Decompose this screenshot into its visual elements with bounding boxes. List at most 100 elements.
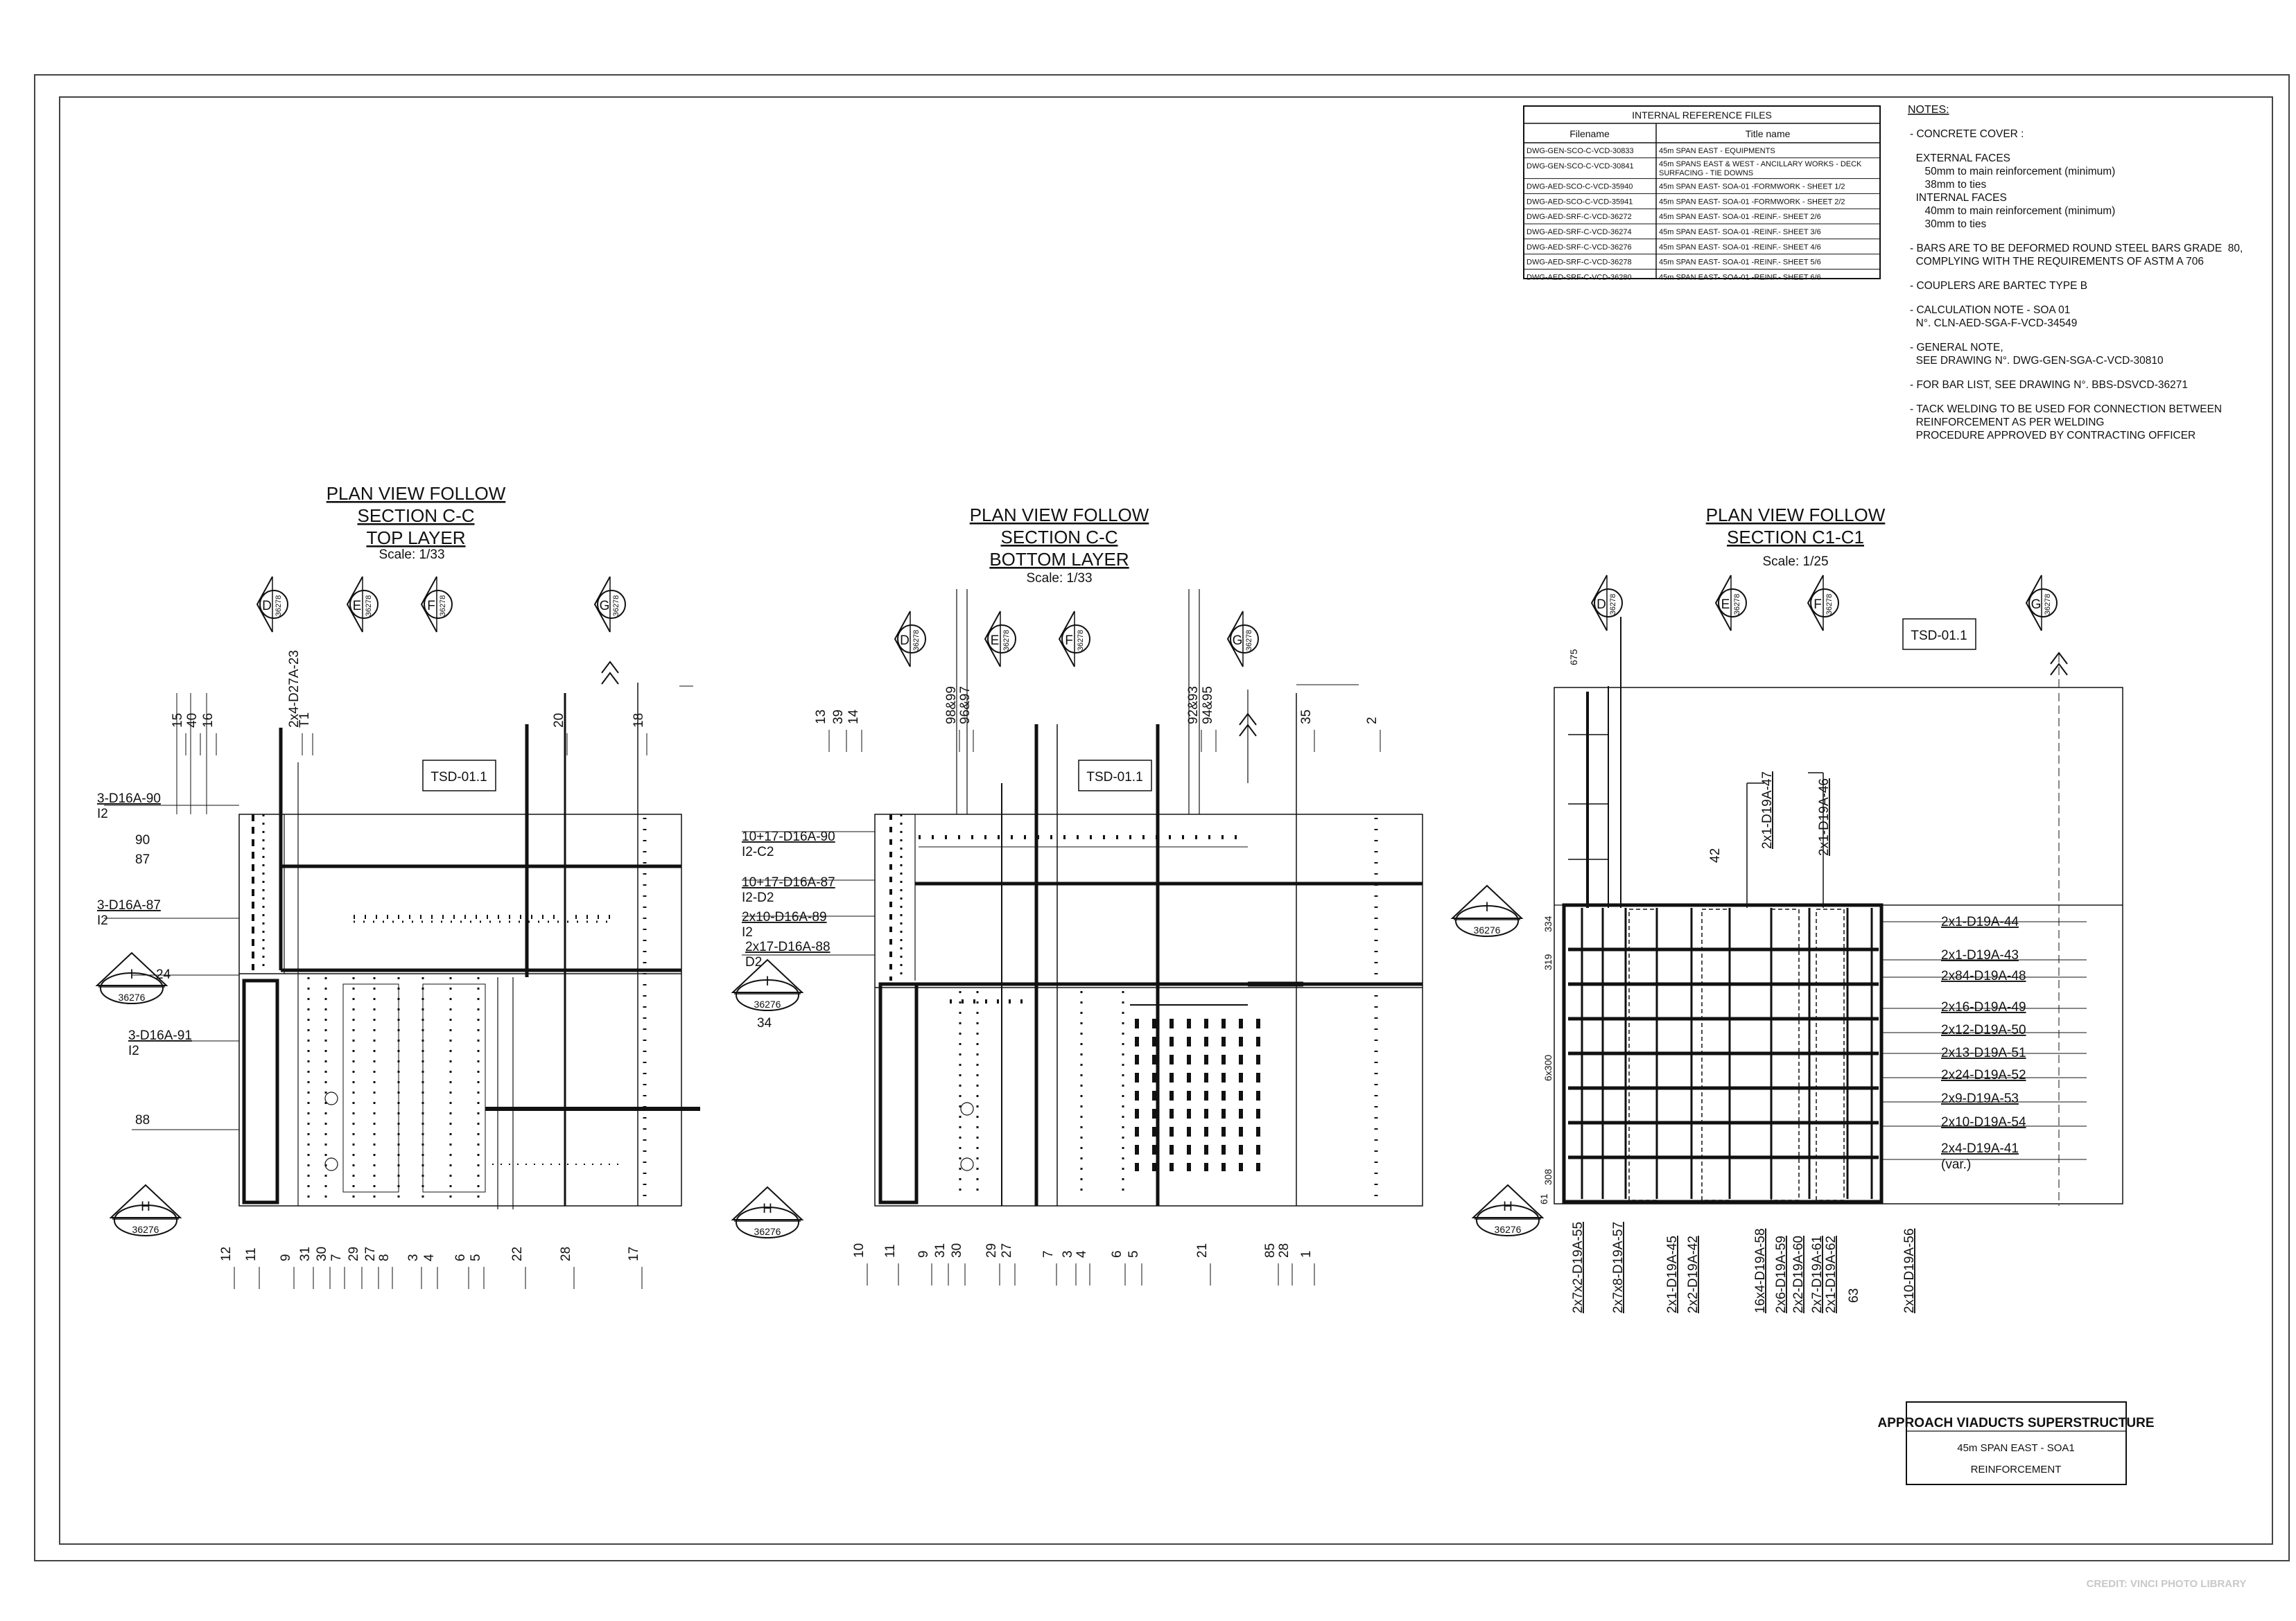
notes-line: REINFORCEMENT AS PER WELDING bbox=[1910, 417, 2104, 428]
v1-bottom-label-12: 12 bbox=[219, 1247, 234, 1261]
notes-block: NOTES: - CONCRETE COVER : EXTERNAL FACES… bbox=[1908, 104, 2243, 441]
v2-top-label-35: 35 bbox=[1299, 710, 1314, 724]
v2-label-I2-C2: I2-C2 bbox=[742, 845, 774, 859]
v3-dim-334: 334 bbox=[1542, 915, 1554, 932]
v1-bottom-label-6: 6 bbox=[453, 1254, 468, 1261]
v2-bottom-label-29: 29 bbox=[984, 1243, 999, 1258]
table-row-filename: DWG-GEN-SCO-C-VCD-30841 bbox=[1527, 162, 1634, 170]
v3-top-label-0: 42 bbox=[1708, 848, 1723, 863]
section-marker-I-v2-ref: 36276 bbox=[754, 999, 781, 1010]
col-title: Title name bbox=[1746, 128, 1791, 139]
view2-title-line2: SECTION C-C bbox=[1001, 527, 1118, 547]
notes-line: COMPLYING WITH THE REQUIREMENTS OF ASTM … bbox=[1910, 256, 2204, 268]
grid-marker-E-v3-ref: 36278 bbox=[1733, 594, 1741, 615]
notes-line: 38mm to ties bbox=[1910, 179, 1987, 191]
view2-labels: 10+17-D16A-90 I2-C2 10+17-D16A-87 I2-D2 … bbox=[742, 686, 1381, 1286]
v2-tsd-box bbox=[1078, 760, 1152, 791]
v2-bottom-label-3: 3 bbox=[1061, 1250, 1075, 1258]
v3-bottom-label-8: 2x1-D19A-62 bbox=[1824, 1236, 1838, 1313]
v3-tsd-box bbox=[1902, 618, 1976, 650]
title-block: APPROACH VIADUCTS SUPERSTRUCTURE 45m SPA… bbox=[1877, 1401, 2155, 1485]
grid-marker-G-v2-ref: 36278 bbox=[1245, 630, 1253, 651]
v3-bottom-label-3: 2x2-D19A-42 bbox=[1686, 1236, 1701, 1313]
v1-label-3-D16A-87: 3-D16A-87 bbox=[97, 898, 161, 913]
section-marker-I-v2: I 36276 bbox=[731, 958, 804, 1011]
view3-labels: 2x1-D19A-442x1-D19A-432x84-D19A-482x16-D… bbox=[1538, 618, 2026, 1313]
v1-bottom-label-5: 5 bbox=[469, 1254, 483, 1261]
direction-caret bbox=[601, 672, 619, 685]
notes-line: SEE DRAWING N°. DWG-GEN-SGA-C-VCD-30810 bbox=[1910, 355, 2164, 367]
v1-bottom-label-11: 11 bbox=[244, 1247, 259, 1261]
view1-title: PLAN VIEW FOLLOW SECTION C-C TOP LAYER S… bbox=[327, 483, 506, 562]
v3-right-label-3: 2x16-D19A-49 bbox=[1941, 1000, 2026, 1015]
notes-line: PROCEDURE APPROVED BY CONTRACTING OFFICE… bbox=[1910, 430, 2195, 441]
title-block-line3: REINFORCEMENT bbox=[1971, 1464, 2062, 1475]
notes-line: N°. CLN-AED-SGA-F-VCD-34549 bbox=[1910, 317, 2077, 329]
v3-bottom-label-7: 2x7-D19A-61 bbox=[1810, 1236, 1825, 1313]
v1-bottom-label-27: 27 bbox=[363, 1247, 378, 1261]
v1-bottom-label-4: 4 bbox=[422, 1254, 437, 1261]
view3-scale: Scale: 1/25 bbox=[1762, 554, 1828, 569]
v2-bottom-label-30: 30 bbox=[950, 1243, 964, 1258]
section-marker-H-v1-letter: H bbox=[141, 1200, 150, 1214]
credit-watermark: CREDIT: VINCI PHOTO LIBRARY bbox=[2087, 1578, 2247, 1590]
v2-bottom-label-11: 11 bbox=[883, 1244, 898, 1258]
section-marker-I-v2-letter: I bbox=[765, 974, 769, 989]
section-marker-H-v3-ref: 36276 bbox=[1495, 1224, 1522, 1235]
v3-bottom-label-0: 2x7x2-D19A-55 bbox=[1571, 1222, 1585, 1313]
notes-line: - CONCRETE COVER : bbox=[1910, 128, 2024, 140]
v1-label-88: 88 bbox=[135, 1113, 150, 1128]
v1-top-label-T1: T1 bbox=[297, 712, 312, 728]
v1-label-24: 24 bbox=[156, 967, 171, 982]
table-row-title: 45m SPAN EAST - EQUIPMENTS bbox=[1659, 147, 1775, 155]
section-marker-I-v1-ref: 36276 bbox=[119, 992, 146, 1003]
view1-title-line1: PLAN VIEW FOLLOW bbox=[327, 483, 506, 504]
v1-tsd-box bbox=[422, 760, 496, 791]
v1-label-87: 87 bbox=[135, 852, 150, 867]
v1-bottom-label-29: 29 bbox=[347, 1247, 361, 1261]
v1-bottom-label-22: 22 bbox=[510, 1247, 525, 1261]
view1-title-line2: SECTION C-C bbox=[358, 505, 475, 526]
v1-label-3-D16A-91: 3-D16A-91 bbox=[128, 1028, 192, 1043]
notes-line: EXTERNAL FACES bbox=[1910, 152, 2010, 164]
v3-bottom-label-4: 16x4-D19A-58 bbox=[1753, 1228, 1768, 1313]
view2-drawing bbox=[742, 589, 1423, 1207]
v3-bottom-label-5: 2x6-D19A-59 bbox=[1774, 1236, 1789, 1313]
section-marker-H-v2-ref: 36276 bbox=[754, 1226, 781, 1237]
view2-title-line3: BOTTOM LAYER bbox=[989, 549, 1129, 570]
grid-marker-D-v1-ref: 36278 bbox=[275, 595, 283, 617]
grid-marker-D-v3-letter: D bbox=[1597, 597, 1606, 612]
v3-right-label-0: 2x1-D19A-44 bbox=[1941, 915, 2019, 929]
v2-top-label-92&93: 92&93 bbox=[1186, 686, 1201, 724]
v2-bottom-label-27: 27 bbox=[1000, 1243, 1014, 1258]
notes-line: INTERNAL FACES bbox=[1910, 192, 2007, 204]
v3-right-label-5: 2x13-D19A-51 bbox=[1941, 1046, 2026, 1060]
col-filename: Filename bbox=[1569, 128, 1610, 139]
v3-dim-319: 319 bbox=[1542, 954, 1554, 970]
v2-bottom-label-7: 7 bbox=[1041, 1250, 1056, 1258]
notes-line: 40mm to main reinforcement (minimum) bbox=[1910, 205, 2115, 217]
table-row-title: 45m SPAN EAST- SOA-01 -REINF.- SHEET 6/6 bbox=[1659, 273, 1821, 281]
v1-bottom-label-31: 31 bbox=[298, 1247, 313, 1261]
v1-bottom-label-9: 9 bbox=[279, 1254, 293, 1261]
grid-marker-D-v2-letter: D bbox=[900, 633, 910, 648]
v2-bottom-label-10: 10 bbox=[852, 1243, 867, 1258]
grid-marker-F-v3-letter: F bbox=[1814, 597, 1822, 612]
v1-top-label-16: 16 bbox=[201, 713, 216, 728]
notes-line: - FOR BAR LIST, SEE DRAWING N°. BBS-DSVC… bbox=[1910, 379, 2188, 391]
direction-caret bbox=[601, 660, 619, 674]
section-marker-H-v1-ref: 36276 bbox=[132, 1224, 159, 1235]
v3-dim-61: 61 bbox=[1538, 1193, 1549, 1204]
grid-marker-G-v1-ref: 36278 bbox=[612, 595, 620, 617]
grid-marker-E-v2-letter: E bbox=[991, 633, 1000, 648]
v3-bottom-label-6: 2x2-D19A-60 bbox=[1791, 1236, 1806, 1313]
v2-top-label-98&99: 98&99 bbox=[944, 686, 959, 724]
